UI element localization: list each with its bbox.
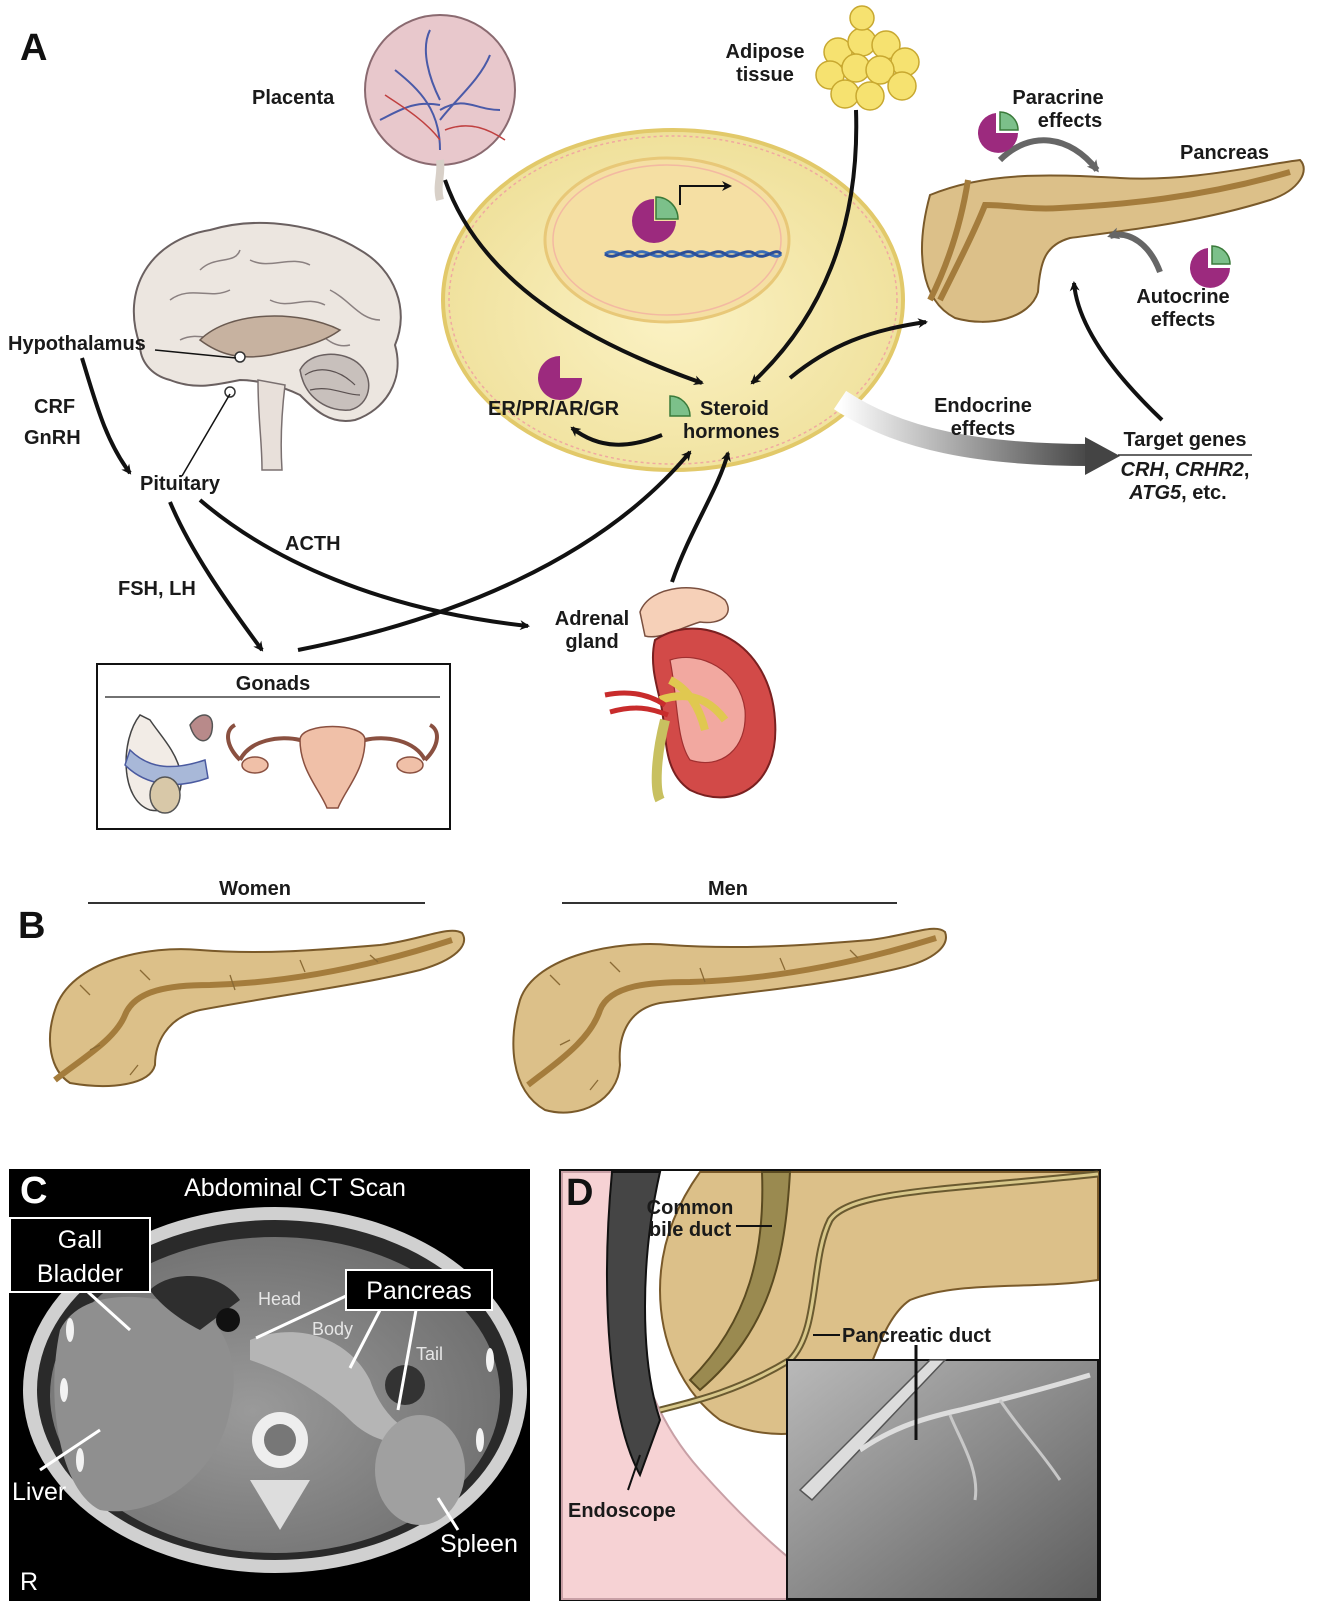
target-genes-list-line2: ATG5, etc. [1128,482,1226,504]
pancreas-illustration-a [922,160,1304,322]
crf-label: CRF [34,396,75,418]
pancreas-ct-label: Pancreas [366,1277,472,1305]
cbd-label-line1: Common [647,1197,734,1219]
pancreas-women [50,931,464,1086]
men-label: Men [708,878,748,900]
adipose-label-line2: tissue [736,64,794,86]
adipose-label-line1: Adipose [726,41,805,63]
gall-label-line1: Gall [58,1226,102,1254]
pancreatic-duct-label: Pancreatic duct [842,1325,991,1347]
endocrine-label-line1: Endocrine [934,395,1032,417]
arrow-adrenal-steroids [672,453,728,582]
endocrine-label-line2: effects [951,418,1015,440]
arrow-pituitary-adrenal [200,500,528,626]
brain-icon [134,223,401,470]
pancreas-label-a: Pancreas [1180,142,1269,164]
arrow-pituitary-gonads [170,502,262,650]
paracrine-complex-icon [978,112,1018,153]
gnrh-label: GnRH [24,427,81,449]
steroid-label-line2: hormones [683,421,780,443]
body-label: Body [312,1319,353,1339]
liver-label: Liver [12,1478,66,1506]
panel-label-d: D [566,1172,593,1214]
target-genes-list-line1: CRH, CRHR2, [1121,459,1250,481]
autocrine-label-line2: effects [1151,309,1215,331]
arrow-autocrine [1110,235,1160,272]
r-label: R [20,1568,38,1596]
spleen-label: Spleen [440,1530,518,1558]
panel-label-a: A [20,27,47,69]
gonads-label: Gonads [236,673,310,695]
adipose-tissue-icon [816,6,919,110]
arrow-endocrine-head [1085,437,1120,475]
panel-label-b: B [18,905,45,947]
nucleus [545,158,789,322]
arrow-hypothalamus-pituitary [82,358,130,473]
arrow-paracrine [1000,140,1097,170]
autocrine-complex-icon [1190,246,1230,288]
panel-label-c: C [20,1170,47,1212]
paracrine-label-line2: effects [1038,110,1102,132]
ercp-panel [560,1170,1100,1601]
steroid-label-line1: Steroid [700,398,769,420]
gall-label-line2: Bladder [37,1260,123,1288]
autocrine-label-line1: Autocrine [1136,286,1229,308]
ct-title: Abdominal CT Scan [184,1174,406,1202]
pituitary-pointer [182,394,230,476]
head-label: Head [258,1289,301,1309]
cbd-label-line2: bile duct [649,1219,732,1241]
receptor-label: ER/PR/AR/GR [488,398,620,420]
fsh-lh-label: FSH, LH [118,578,196,600]
hypothalamus-label: Hypothalamus [8,333,146,355]
placenta-label: Placenta [252,87,335,109]
paracrine-label-line1: Paracrine [1012,87,1103,109]
tail-label: Tail [416,1344,443,1364]
endoscope-label: Endoscope [568,1500,676,1522]
adrenal-label-line2: gland [565,631,618,653]
adrenal-kidney-icon [605,588,775,800]
placenta-icon [365,15,515,200]
adrenal-label-line1: Adrenal [555,608,629,630]
women-label: Women [219,878,291,900]
pancreas-men [513,929,946,1113]
pituitary-label: Pituitary [140,473,221,495]
target-genes-label: Target genes [1124,429,1247,451]
acth-label: ACTH [285,533,341,555]
